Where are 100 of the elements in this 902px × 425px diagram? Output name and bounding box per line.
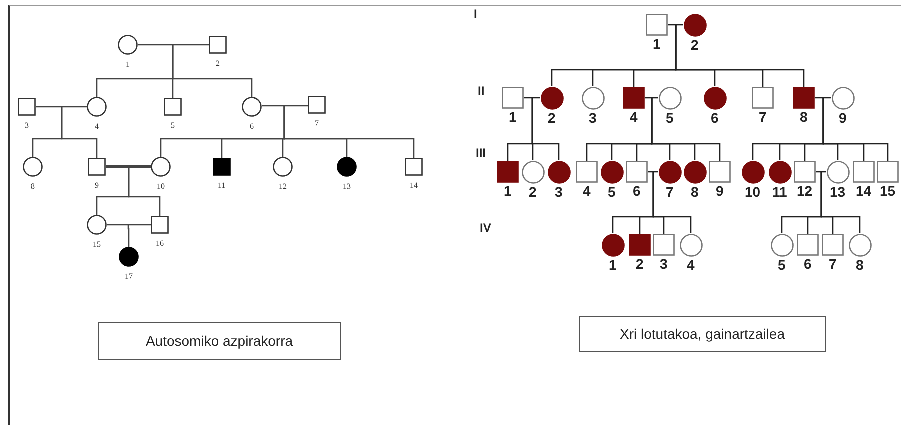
square-symbol xyxy=(877,161,899,183)
circle-symbol xyxy=(832,86,854,110)
individual-number: 1 xyxy=(653,37,661,51)
circle-symbol xyxy=(658,86,682,110)
individual-number: 15 xyxy=(880,184,896,198)
individual-number: 8 xyxy=(691,184,699,198)
individual-number: 5 xyxy=(666,110,674,124)
caption-box: Autosomiko azpirakorra xyxy=(98,322,341,360)
individual-number: 12 xyxy=(279,183,287,191)
square-symbol xyxy=(646,14,668,36)
individual-number: 2 xyxy=(548,110,556,124)
mating-line xyxy=(815,97,832,99)
individual-number: 4 xyxy=(95,123,99,131)
individual-number: 4 xyxy=(583,184,591,198)
square-symbol xyxy=(709,161,731,183)
square-symbol xyxy=(576,161,598,183)
individual-number: 3 xyxy=(555,184,563,198)
circle-symbol xyxy=(770,234,794,256)
mating-line xyxy=(106,166,151,168)
descent-line xyxy=(128,167,161,216)
individual-number: 9 xyxy=(839,110,847,124)
square-symbol xyxy=(629,234,651,256)
circle-symbol xyxy=(522,160,544,184)
individual-number: 6 xyxy=(711,110,719,124)
individual-number: 6 xyxy=(250,123,254,131)
individual-number: 3 xyxy=(589,110,597,124)
mating-line xyxy=(36,106,87,108)
individual-number: 15 xyxy=(93,241,101,249)
individual-number: 7 xyxy=(829,257,837,271)
circle-symbol xyxy=(242,97,262,117)
descent-line xyxy=(820,172,861,234)
individual-number: 5 xyxy=(171,122,175,130)
circle-symbol xyxy=(680,234,702,256)
square-symbol xyxy=(209,36,227,54)
circle-symbol xyxy=(704,86,726,110)
square-symbol xyxy=(794,161,816,183)
circle-symbol xyxy=(87,97,107,117)
descent-line xyxy=(284,106,415,158)
individual-number: 7 xyxy=(759,110,767,124)
individual-number: 10 xyxy=(157,183,165,191)
individual-number: 1 xyxy=(609,258,617,272)
circle-symbol xyxy=(600,160,624,184)
square-symbol xyxy=(797,234,819,256)
circle-symbol xyxy=(87,215,107,235)
individual-number: 1 xyxy=(126,61,130,69)
individual-number: 11 xyxy=(772,184,788,198)
square-symbol xyxy=(502,87,524,109)
square-symbol xyxy=(308,96,326,114)
individual-number: 12 xyxy=(797,184,813,198)
circle-symbol xyxy=(23,157,43,177)
individual-number: 9 xyxy=(95,182,99,190)
circle-symbol xyxy=(582,86,604,110)
mating-line xyxy=(262,105,308,107)
square-symbol xyxy=(164,98,182,116)
individual-number: 4 xyxy=(687,258,695,272)
square-symbol xyxy=(853,161,875,183)
individual-number: 14 xyxy=(410,182,418,190)
mating-line xyxy=(648,171,658,173)
individual-number: 5 xyxy=(608,184,616,198)
mating-line xyxy=(645,97,658,99)
individual-number: 7 xyxy=(666,184,674,198)
descent-line xyxy=(128,225,130,247)
square-symbol xyxy=(151,216,169,234)
individual-number: 14 xyxy=(856,184,872,198)
square-symbol xyxy=(623,87,645,109)
descent-line xyxy=(651,98,721,161)
square-symbol xyxy=(213,158,231,176)
circle-symbol xyxy=(684,160,706,184)
individual-number: 10 xyxy=(745,184,761,198)
generation-numeral: IV xyxy=(480,222,492,234)
mating-line xyxy=(816,171,826,173)
circle-symbol xyxy=(826,160,850,184)
individual-number: 2 xyxy=(529,184,537,198)
individual-number: 11 xyxy=(218,182,226,190)
circle-symbol xyxy=(337,157,357,177)
individual-number: 2 xyxy=(636,257,644,271)
individual-number: 7 xyxy=(315,120,319,128)
individual-number: 9 xyxy=(716,184,724,198)
circle-symbol xyxy=(684,14,706,36)
circle-symbol xyxy=(119,247,139,267)
individual-number: 13 xyxy=(343,183,351,191)
descent-line xyxy=(652,172,692,234)
individual-number: 2 xyxy=(216,60,220,68)
individual-number: 8 xyxy=(31,183,35,191)
individual-number: 3 xyxy=(25,122,29,130)
mating-line xyxy=(524,97,540,99)
square-symbol xyxy=(18,98,36,116)
individual-number: 16 xyxy=(156,240,164,248)
circle-symbol xyxy=(742,160,764,184)
square-symbol xyxy=(626,161,648,183)
individual-number: 3 xyxy=(660,257,668,271)
individual-number: 13 xyxy=(830,184,846,198)
caption-box: Xri lotutakoa, gainartzailea xyxy=(579,316,826,352)
mating-line xyxy=(107,224,151,226)
descent-line xyxy=(61,107,98,158)
circle-symbol xyxy=(768,160,792,184)
individual-number: 2 xyxy=(691,38,699,52)
descent-line xyxy=(675,25,805,87)
circle-symbol xyxy=(848,234,872,256)
generation-numeral: II xyxy=(478,85,485,97)
